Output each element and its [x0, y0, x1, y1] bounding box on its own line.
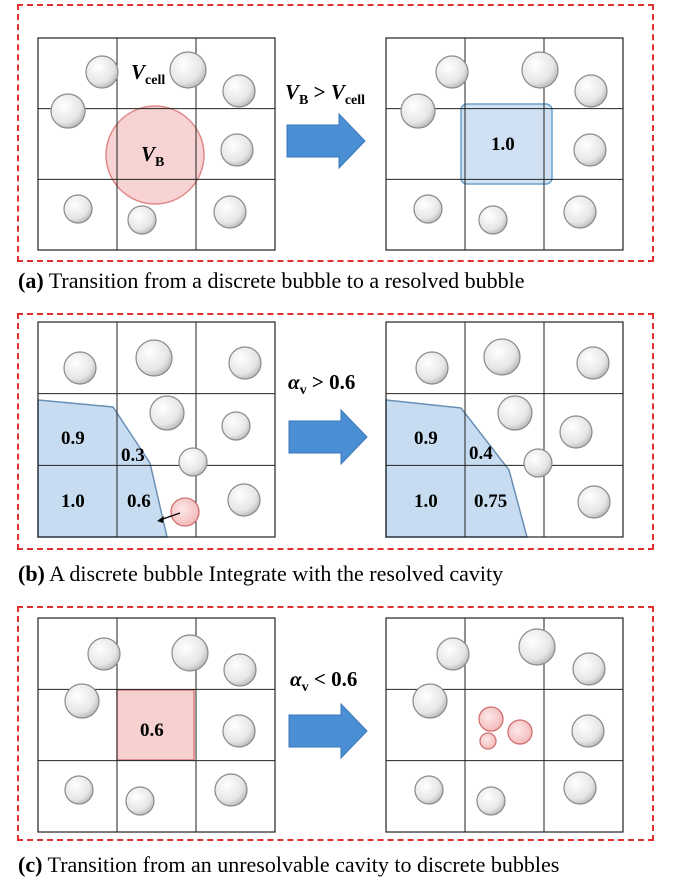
bubble: [563, 771, 597, 805]
cell-value: 0.6: [140, 720, 164, 741]
cell-value: 0.3: [121, 445, 145, 466]
bubble: [573, 133, 607, 167]
bubble: [171, 634, 209, 672]
condition-b: αv > 0.6: [288, 370, 355, 398]
bubble: [50, 93, 86, 129]
bubble: [435, 55, 469, 89]
grid-border: [37, 321, 276, 538]
panel-a-frame: [17, 4, 654, 262]
grid-border: [385, 37, 624, 251]
grid-border: [37, 617, 276, 833]
caption-c: (c) Transition from an unresolvable cavi…: [18, 852, 560, 877]
bubble: [577, 485, 611, 519]
panel-c-frame: [17, 606, 654, 841]
bubble: [574, 74, 608, 108]
bubble: [221, 411, 251, 441]
cell-value: 0.6: [127, 491, 151, 512]
bubble: [559, 415, 593, 449]
bubble: [572, 652, 606, 686]
caption-b: (b) A discrete bubble Integrate with the…: [18, 561, 504, 586]
bubble: [178, 447, 208, 477]
bubble: [576, 346, 610, 380]
transition-arrow: [288, 702, 368, 760]
bubble: [87, 637, 121, 671]
unresolved-cell: [116, 689, 195, 761]
bubble: [436, 637, 470, 671]
grid-border: [385, 321, 624, 538]
bubble: [400, 93, 436, 129]
resolved-value: 1.0: [491, 134, 515, 155]
bubble: [563, 195, 597, 229]
bubble: [518, 628, 556, 666]
transition-arrow: [288, 408, 368, 466]
v-b-label: VB: [141, 142, 164, 170]
grid-border: [385, 617, 624, 833]
movement-arrow-head: [157, 516, 164, 523]
bubble: [571, 714, 605, 748]
bubble: [214, 773, 248, 807]
resolved-cell: [460, 103, 553, 185]
discrete-bubble-small: [170, 497, 200, 527]
bubble: [412, 683, 448, 719]
cell-value: 0.4: [469, 443, 493, 464]
cell-value: 1.0: [61, 491, 85, 512]
v-cell-label: Vcell: [131, 60, 165, 88]
bubble: [227, 483, 261, 517]
discrete-bubble-small: [478, 706, 504, 732]
cell-value: 1.0: [414, 491, 438, 512]
condition-a: VB > Vcell: [285, 80, 365, 108]
cell-value: 0.9: [414, 428, 438, 449]
bubble: [169, 51, 207, 89]
bubble: [476, 786, 506, 816]
bubble: [415, 351, 449, 385]
bubble: [63, 351, 97, 385]
condition-c: αv < 0.6: [290, 667, 357, 695]
transition-arrow: [286, 112, 366, 170]
cell-value: 0.75: [474, 491, 507, 512]
bubble: [497, 395, 533, 431]
bubble: [85, 55, 119, 89]
bubble: [228, 346, 262, 380]
discrete-bubble-small: [479, 732, 497, 750]
bubble: [149, 395, 185, 431]
bubble: [125, 786, 155, 816]
bubble: [523, 448, 553, 478]
bubble: [222, 714, 256, 748]
caption-a: (a) Transition from a discrete bubble to…: [18, 268, 525, 293]
bubble: [223, 653, 257, 687]
resolved-cavity: [37, 399, 168, 538]
bubble: [483, 338, 521, 376]
discrete-bubble-small: [507, 719, 533, 745]
bubble: [64, 775, 94, 805]
bubble: [220, 133, 254, 167]
grid-border: [37, 37, 276, 251]
bubble: [127, 205, 157, 235]
bubble: [478, 205, 508, 235]
bubble: [63, 194, 93, 224]
panel-b-frame: [17, 313, 654, 550]
bubble: [413, 194, 443, 224]
bubble: [414, 775, 444, 805]
bubble: [64, 683, 100, 719]
bubble: [213, 195, 247, 229]
bubble: [135, 339, 173, 377]
bubble: [521, 51, 559, 89]
cell-value: 0.9: [61, 428, 85, 449]
bubble: [222, 74, 256, 108]
